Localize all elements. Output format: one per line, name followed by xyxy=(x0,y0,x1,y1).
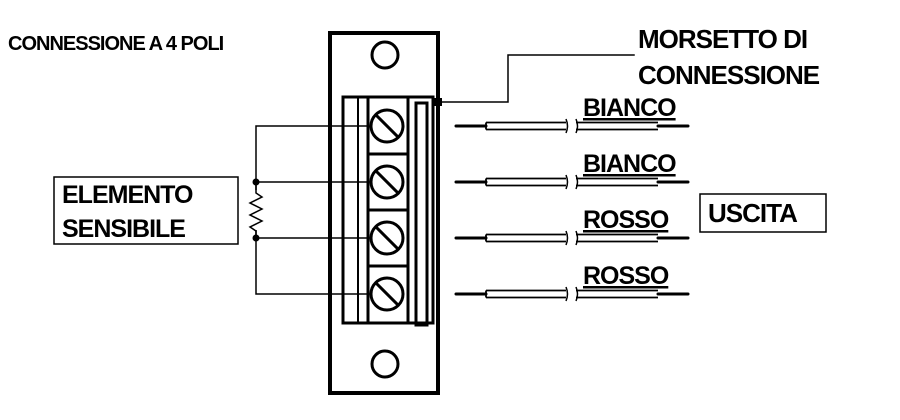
sensor-label-box xyxy=(53,176,239,245)
wire-color-label: BIANCO xyxy=(583,94,676,122)
output-wire: ROSSO xyxy=(454,206,690,246)
terminal-rail xyxy=(414,101,429,327)
top-mounting-hole xyxy=(370,40,400,70)
sensor-outer-loop xyxy=(255,125,369,295)
output-label-box xyxy=(699,193,827,233)
junction-dot xyxy=(252,178,260,186)
terminal-connector-point xyxy=(432,98,442,106)
output-wire: BIANCO xyxy=(454,150,690,190)
terminal-label-line1: MORSETTO DI xyxy=(638,24,807,54)
terminal-leader-line xyxy=(441,54,635,103)
junction-dot xyxy=(252,234,260,242)
sensor-label-line1: ELEMENTO xyxy=(62,181,193,209)
terminal-screw xyxy=(366,164,410,212)
resistor-symbol xyxy=(248,185,264,237)
terminal-screw xyxy=(366,220,410,268)
terminal-label-line2: CONNESSIONE xyxy=(638,60,820,90)
title-label: CONNESSIONE A 4 POLI xyxy=(8,33,224,55)
output-wires: BIANCO BIANCO ROSSO ROSSO xyxy=(454,94,690,302)
output-label: USCITA xyxy=(708,198,798,228)
wire-color-label: ROSSO xyxy=(583,262,669,290)
output-wire: BIANCO xyxy=(454,94,690,134)
output-wire: ROSSO xyxy=(454,262,690,302)
wire-color-label: ROSSO xyxy=(583,206,669,234)
terminal-screws xyxy=(366,108,410,312)
mounting-plate xyxy=(328,31,440,395)
bottom-mounting-hole xyxy=(370,349,400,379)
terminal-screw xyxy=(366,108,410,156)
sensor-label-line2: SENSIBILE xyxy=(62,215,185,243)
wire-color-label: BIANCO xyxy=(583,150,676,178)
sensor-wiring xyxy=(248,125,369,295)
terminal-screw xyxy=(369,276,405,312)
